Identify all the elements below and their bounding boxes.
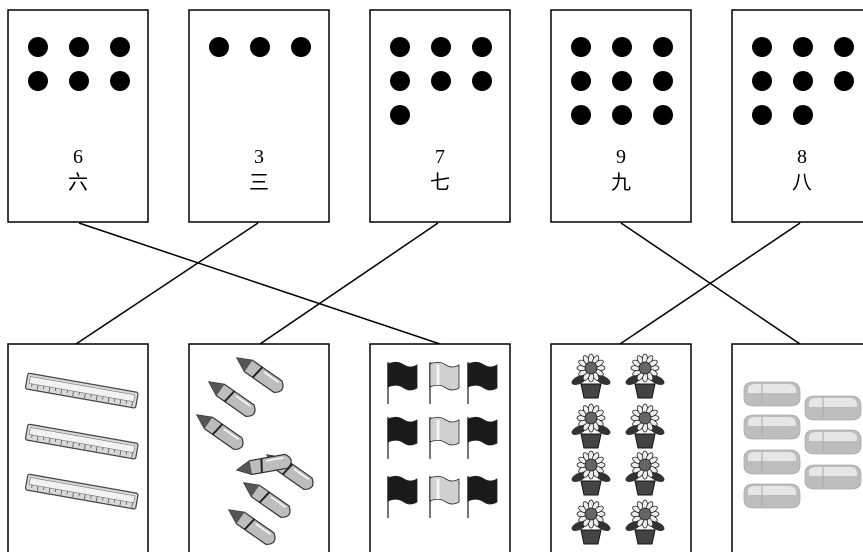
card-chinese-numeral: 八 [792, 170, 812, 194]
dot [834, 71, 854, 91]
card-frame [551, 344, 691, 552]
card-numeral: 8 [797, 146, 807, 168]
card-chinese-numeral: 七 [430, 170, 450, 194]
dot [472, 37, 492, 57]
card-numeral: 7 [435, 146, 445, 168]
card-chinese-numeral: 三 [249, 170, 269, 194]
card-numeral: 6 [73, 146, 83, 168]
dot [571, 37, 591, 57]
picture-card-flag [370, 344, 510, 552]
number-card-9: 9九 [551, 10, 691, 222]
bottom-card-row [8, 344, 863, 552]
card-chinese-numeral: 九 [611, 170, 631, 194]
connection-line [79, 223, 440, 344]
dot [431, 37, 451, 57]
eraser-icon [805, 430, 861, 454]
dot [69, 71, 89, 91]
dot [653, 37, 673, 57]
dot [752, 71, 772, 91]
dot [571, 105, 591, 125]
picture-card-eraser [732, 344, 863, 552]
dot [390, 105, 410, 125]
dot [834, 37, 854, 57]
dot [69, 37, 89, 57]
connection-line [260, 223, 438, 344]
card-numeral: 9 [616, 146, 626, 168]
number-card-8: 8八 [732, 10, 863, 222]
dot [793, 37, 813, 57]
dot [612, 105, 632, 125]
dot [28, 37, 48, 57]
picture-card-flower-pot [551, 344, 691, 552]
dot [472, 71, 492, 91]
dot [752, 105, 772, 125]
dot [209, 37, 229, 57]
dot [110, 71, 130, 91]
eraser-icon [805, 396, 861, 420]
eraser-icon [805, 465, 861, 489]
dot [653, 71, 673, 91]
picture-card-ruler [8, 344, 148, 552]
dot [291, 37, 311, 57]
eraser-icon [744, 415, 800, 439]
eraser-icon [744, 450, 800, 474]
dot [390, 71, 410, 91]
eraser-icon [744, 382, 800, 406]
dot [793, 105, 813, 125]
dot [28, 71, 48, 91]
eraser-icon [744, 484, 800, 508]
dot [250, 37, 270, 57]
dot [793, 71, 813, 91]
card-chinese-numeral: 六 [68, 170, 88, 194]
dot [110, 37, 130, 57]
connection-line [76, 223, 258, 344]
dot [752, 37, 772, 57]
dot [653, 105, 673, 125]
number-card-6: 6六 [8, 10, 148, 222]
dot [431, 71, 451, 91]
picture-card-pen [189, 344, 329, 552]
number-card-7: 7七 [370, 10, 510, 222]
dot [390, 37, 410, 57]
card-numeral: 3 [254, 146, 264, 168]
connection-lines [76, 223, 800, 344]
dot [612, 71, 632, 91]
number-card-3: 3三 [189, 10, 329, 222]
dot [612, 37, 632, 57]
dot [571, 71, 591, 91]
